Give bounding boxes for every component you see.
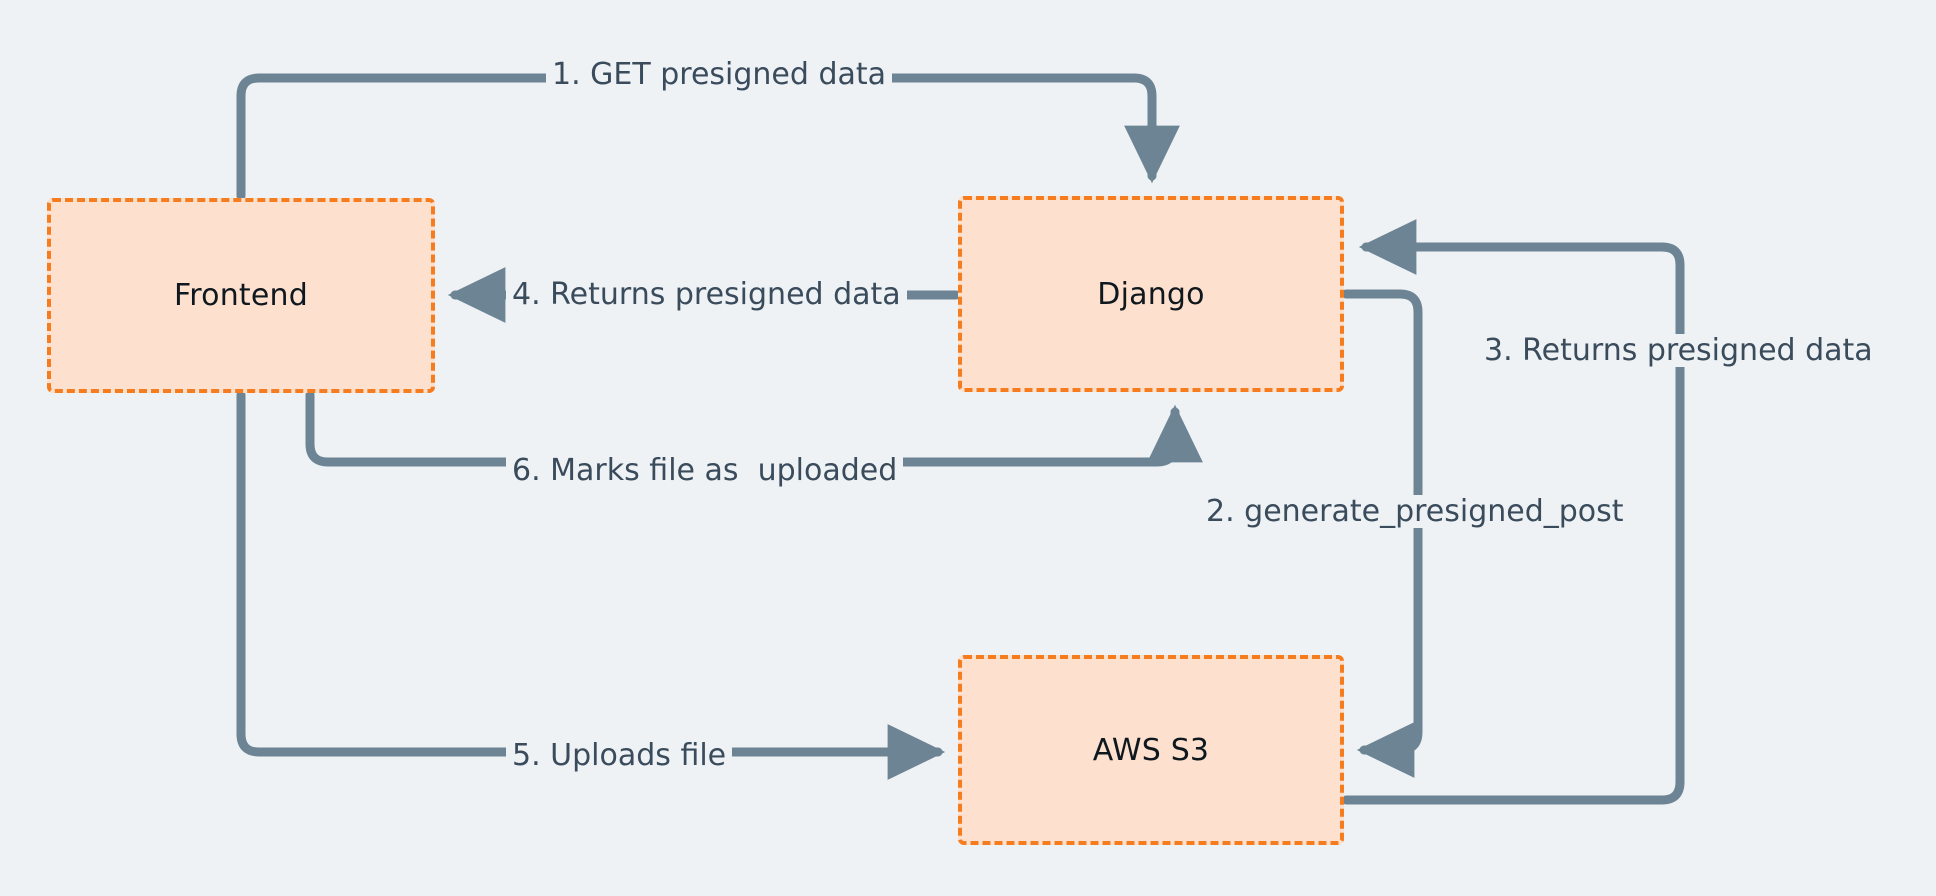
node-aws-s3-label: AWS S3 — [1092, 732, 1210, 768]
edge-label-1: 1. GET presigned data — [546, 58, 893, 91]
edge-path-3 — [1341, 219, 1685, 805]
node-frontend-label: Frontend — [174, 278, 308, 313]
node-frontend[interactable]: Frontend — [47, 198, 435, 393]
node-django[interactable]: Django — [958, 196, 1344, 392]
edge-label-6: 6. Marks file as uploaded — [506, 454, 904, 487]
edge-label-4: 4. Returns presigned data — [506, 278, 907, 311]
edge-label-5: 5. Uploads file — [506, 739, 733, 772]
node-aws-s3[interactable]: AWS S3 — [958, 655, 1344, 845]
edge-label-3: 3. Returns presigned data — [1478, 334, 1879, 367]
edge-path-6 — [305, 390, 1203, 467]
edge-path-1 — [236, 73, 1180, 201]
edge-path-5 — [236, 390, 946, 780]
node-django-label: Django — [1097, 276, 1205, 312]
edge-label-2: 2. generate_presigned_post — [1200, 495, 1630, 528]
